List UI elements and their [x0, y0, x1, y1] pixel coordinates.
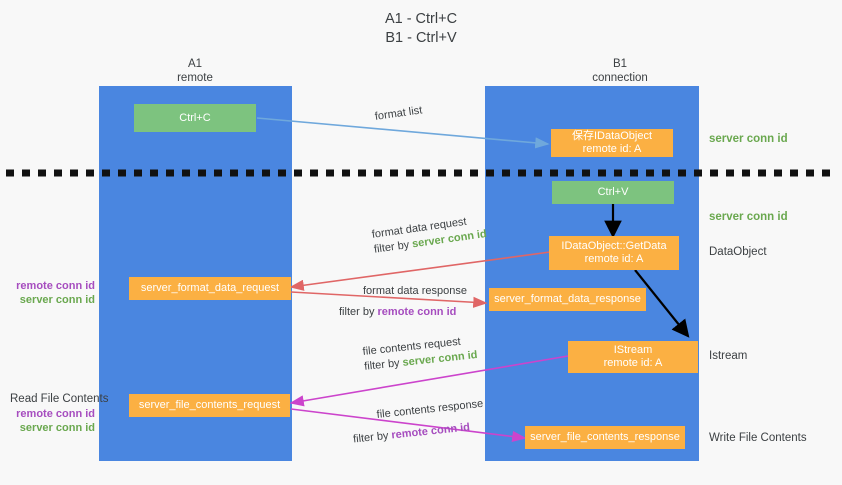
edge-label-format-data-response-filter: filter by remote conn id — [339, 305, 467, 320]
filter-target-remote-conn-id: remote conn id — [377, 306, 457, 318]
label-conn-pair-2-remote: remote conn id — [16, 408, 95, 420]
box-save-idataobject-line1: 保存IDataObject — [571, 130, 653, 142]
box-ctrl-v-label: Ctrl+V — [597, 186, 629, 198]
box-getdata-line2: remote id: A — [584, 253, 644, 265]
label-server-conn-id-mid: server conn id — [709, 211, 788, 223]
label-dataobject: DataObject — [709, 246, 767, 258]
box-save-idataobject-line2: remote id: A — [582, 143, 642, 155]
box-server-file-contents-response[interactable]: server_file_contents_response — [525, 426, 685, 449]
page-title: A1 - Ctrl+C B1 - Ctrl+V — [384, 11, 458, 46]
label-conn-pair-2: remote conn id server conn id — [10, 407, 95, 435]
box-istream-line2: remote id: A — [603, 357, 663, 369]
box-ctrl-c[interactable]: Ctrl+C — [134, 104, 256, 132]
label-read-file-contents: Read File Contents — [10, 393, 109, 405]
edge-label-file-contents-response-filter: filter by remote conn id — [352, 419, 486, 448]
label-conn-pair-1: remote conn id server conn id — [10, 279, 95, 307]
label-conn-pair-1-remote: remote conn id — [16, 280, 95, 292]
label-write-file-contents: Write File Contents — [709, 432, 807, 444]
edge-label-file-contents-response-line1: file contents response — [376, 397, 484, 421]
filter-prefix: filter by — [373, 238, 414, 256]
column-header-b1-sub: connection — [592, 71, 648, 84]
box-istream-line1: IStream — [613, 344, 653, 356]
box-server-file-contents-response-label: server_file_contents_response — [530, 431, 680, 443]
column-header-b1-name: B1 — [612, 58, 628, 70]
column-header-a1: A1 remote — [95, 58, 295, 85]
label-istream: Istream — [709, 350, 748, 362]
edge-label-format-data-response: format data response filter by remote co… — [339, 284, 467, 320]
column-header-b1: B1 connection — [520, 58, 720, 85]
column-header-a1-name: A1 — [187, 58, 203, 70]
label-conn-pair-2-server: server conn id — [19, 422, 95, 434]
edge-label-format-list: format list — [374, 104, 424, 123]
edge-label-format-data-response-line1: format data response — [363, 285, 467, 297]
edge-label-file-contents-request: file contents request filter by server c… — [362, 333, 478, 375]
box-server-file-contents-request-label: server_file_contents_request — [138, 399, 281, 411]
box-server-format-data-response[interactable]: server_format_data_response — [489, 288, 646, 311]
box-ctrl-v[interactable]: Ctrl+V — [552, 181, 674, 204]
edge-label-format-data-request: format data request filter by server con… — [371, 212, 488, 258]
box-ctrl-c-label: Ctrl+C — [179, 111, 211, 124]
box-istream[interactable]: IStream remote id: A — [568, 341, 698, 373]
box-server-format-data-request[interactable]: server_format_data_request — [129, 277, 291, 300]
box-server-format-data-request-label: server_format_data_request — [140, 282, 280, 294]
box-server-file-contents-request[interactable]: server_file_contents_request — [129, 394, 290, 417]
filter-prefix: filter by — [363, 356, 404, 373]
label-conn-pair-1-server: server conn id — [19, 294, 95, 306]
filter-prefix: filter by — [352, 429, 393, 446]
label-server-conn-id-top: server conn id — [709, 133, 788, 145]
box-save-idataobject[interactable]: 保存IDataObject remote id: A — [551, 129, 673, 157]
edge-label-file-contents-response: file contents response filter by remote … — [353, 397, 486, 446]
column-header-a1-sub: remote — [177, 71, 213, 84]
filter-prefix: filter by — [339, 306, 378, 318]
box-idataobject-getdata[interactable]: IDataObject::GetData remote id: A — [549, 236, 679, 270]
box-server-format-data-response-label: server_format_data_response — [494, 293, 641, 305]
filter-target-remote-conn-id: remote conn id — [390, 421, 471, 442]
box-getdata-line1: IDataObject::GetData — [561, 240, 667, 252]
